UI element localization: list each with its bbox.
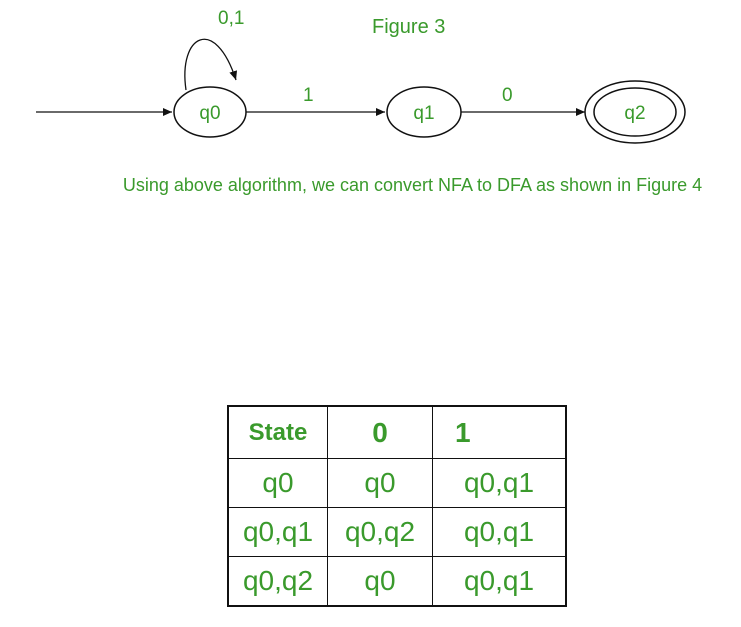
- transition-label-q0-q1: 1: [303, 85, 314, 106]
- header-input-1: 1: [432, 405, 567, 459]
- transition-label-q1-q2: 0: [502, 85, 513, 106]
- table-row: q0 q0 q0,q1: [227, 458, 567, 508]
- table-cell: q0,q1: [227, 507, 328, 557]
- state-q1: [386, 86, 462, 138]
- table-cell: q0: [327, 458, 433, 508]
- state-label-q0: q0: [199, 103, 220, 124]
- figure-title: Figure 3: [372, 16, 445, 38]
- state-label-q1: q1: [413, 103, 434, 124]
- table-cell: q0: [227, 458, 328, 508]
- table-cell: q0,q1: [432, 458, 567, 508]
- transition-label-q0-q0: 0,1: [218, 8, 244, 29]
- table-cell: q0,q2: [227, 556, 328, 607]
- table-header-row: State 0 1: [227, 405, 567, 459]
- table-row: q0,q1 q0,q2 q0,q1: [227, 507, 567, 557]
- state-label-q2: q2: [624, 103, 645, 124]
- dfa-transition-table: State 0 1 q0 q0 q0,q1 q0,q1 q0,q2 q0,q1 …: [227, 405, 567, 607]
- table-cell: q0: [327, 556, 433, 607]
- table-row: q0,q2 q0 q0,q1: [227, 556, 567, 607]
- caption: Using above algorithm, we can convert NF…: [122, 175, 703, 195]
- state-q2: [584, 80, 686, 144]
- header-state: State: [227, 405, 328, 459]
- table-cell: q0,q2: [327, 507, 433, 557]
- state-q0: [173, 86, 247, 138]
- transition-q0-q0: [184, 38, 238, 91]
- header-input-0: 0: [327, 405, 433, 459]
- table-cell: q0,q1: [432, 507, 567, 557]
- nfa-diagram: Figure 3 0,1 1 0 q0 q1 q2: [36, 8, 686, 144]
- state-q2-accept-ring: [593, 87, 677, 137]
- table-cell: q0,q1: [432, 556, 567, 607]
